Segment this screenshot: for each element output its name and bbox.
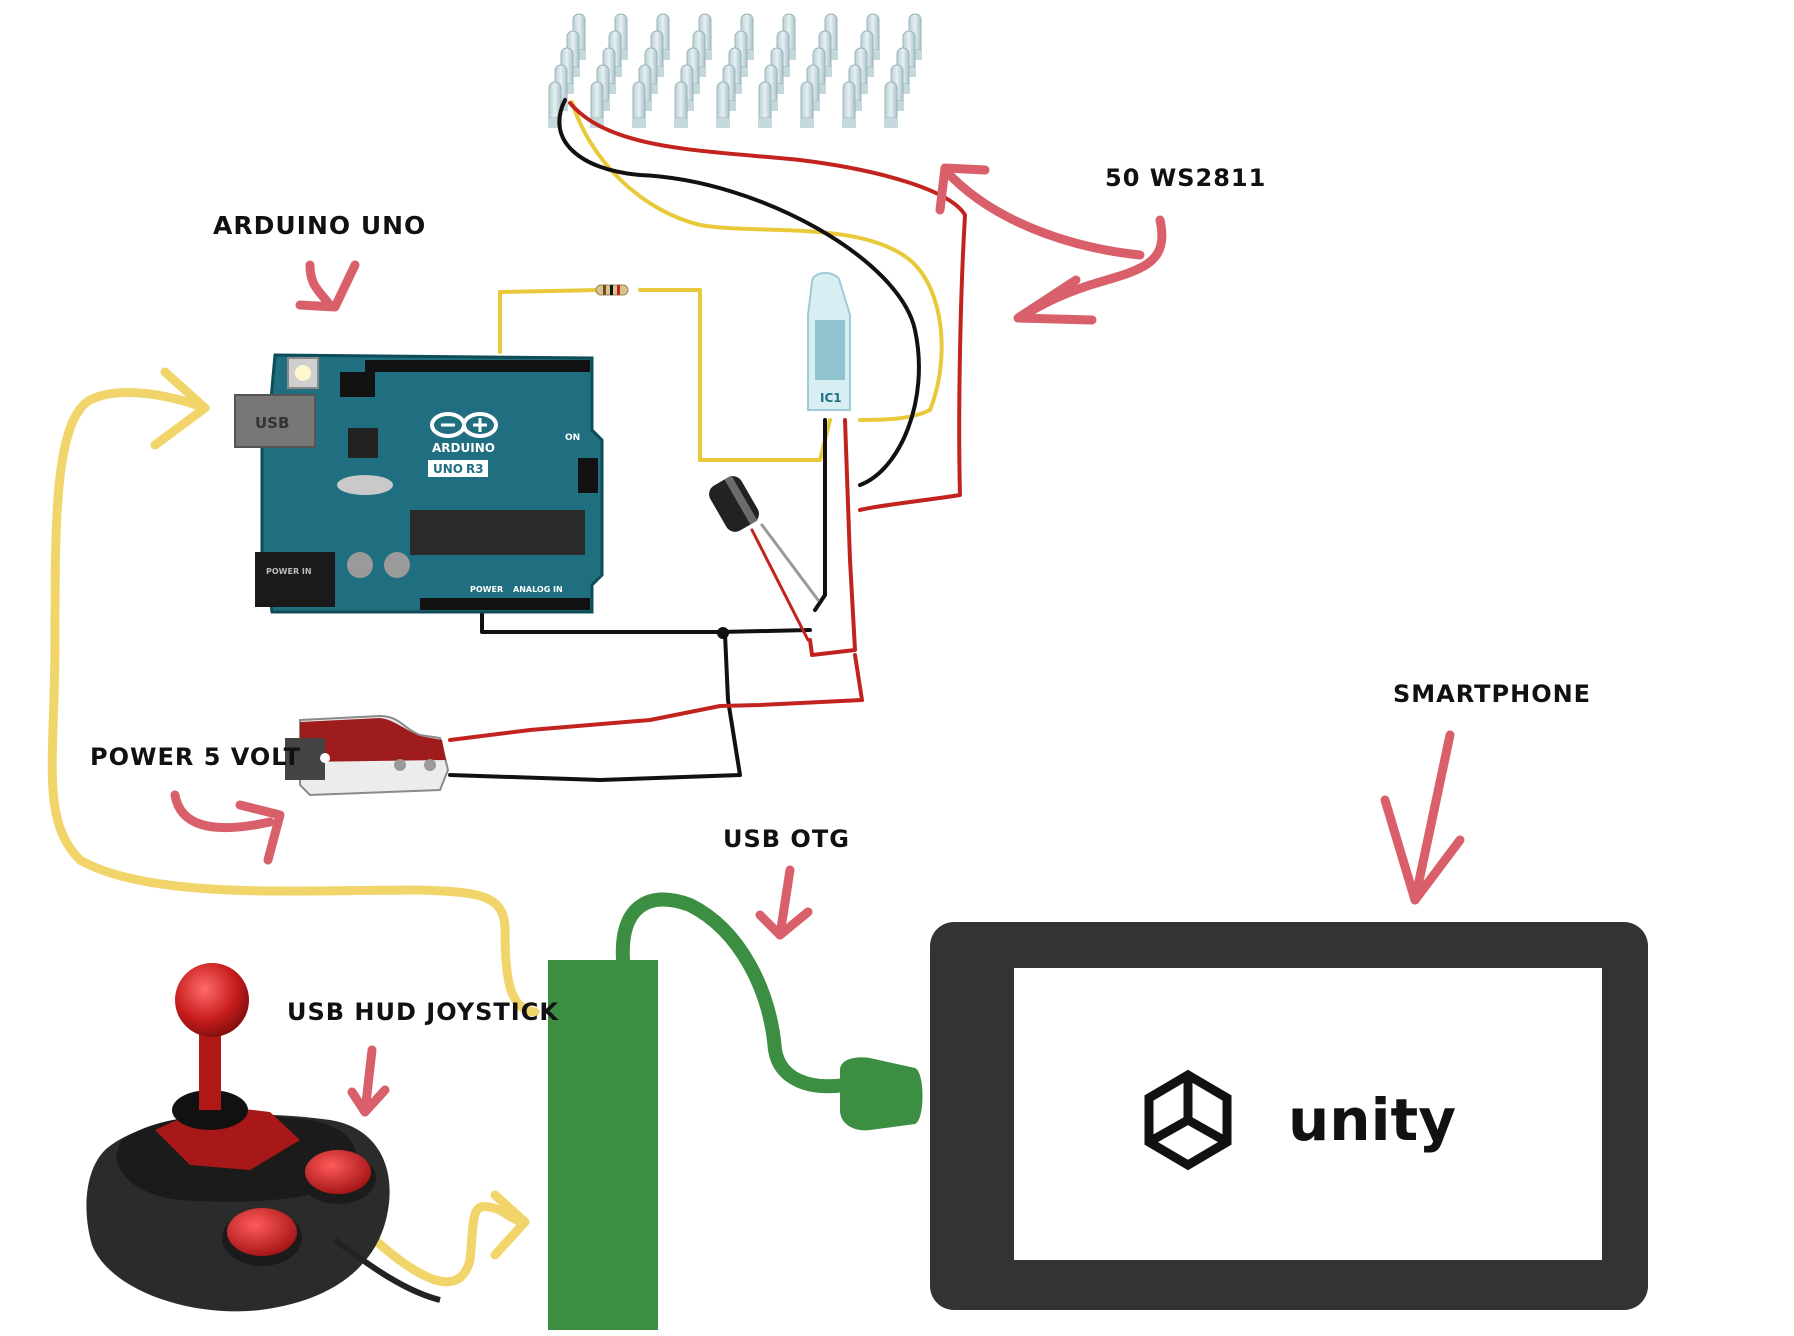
small-chip bbox=[348, 428, 378, 458]
electrolytic-capacitor bbox=[709, 475, 759, 532]
joystick-arrow bbox=[360, 1045, 377, 1117]
capacitor-lead-silver bbox=[760, 523, 820, 602]
power-5v-connector bbox=[285, 714, 450, 797]
label-smartphone: SMARTPHONE bbox=[1393, 680, 1591, 708]
icsp-header-top bbox=[340, 372, 375, 397]
led-ground-wire-black bbox=[557, 98, 921, 487]
led-bulb-icon bbox=[884, 81, 898, 128]
led-string bbox=[548, 13, 922, 128]
revision-text: R3 bbox=[466, 462, 484, 476]
led-bulb-icon bbox=[716, 81, 730, 128]
joystick-cable-arrowhead bbox=[490, 1190, 530, 1260]
reset-button-cap bbox=[295, 365, 311, 381]
otg-plug bbox=[840, 1057, 923, 1131]
led-connector: IC1 bbox=[807, 272, 851, 411]
power-jack bbox=[255, 552, 335, 607]
power-wire-red bbox=[808, 418, 857, 657]
signal-wire-yellow bbox=[498, 288, 602, 354]
joystick-arrow-head bbox=[347, 1085, 390, 1117]
led-bulb-icon bbox=[842, 81, 856, 128]
led-power-wire-red bbox=[568, 101, 967, 512]
joystick-image bbox=[86, 963, 441, 1312]
icsp-header-right bbox=[578, 458, 598, 493]
junction-dot bbox=[717, 627, 729, 639]
capacitor-right bbox=[384, 552, 410, 578]
label-power: POWER 5 VOLT bbox=[90, 743, 301, 771]
digital-header bbox=[365, 360, 590, 372]
led-bulb-icon bbox=[632, 81, 646, 128]
otg-cable bbox=[615, 892, 852, 1094]
annotation-arrows bbox=[170, 163, 1465, 1117]
usb-cable-arduino bbox=[47, 388, 540, 1017]
joystick-cable bbox=[370, 1202, 530, 1287]
otg-arrow-head bbox=[755, 907, 813, 940]
power-analog-header bbox=[420, 598, 590, 610]
led-arrow-head-upper bbox=[935, 163, 990, 215]
ground-wire-black bbox=[480, 606, 812, 634]
connector-chip-label: IC1 bbox=[820, 391, 842, 405]
crystal bbox=[337, 475, 393, 495]
smartphone-arrow bbox=[1410, 730, 1455, 905]
arduino-infinity-icon bbox=[430, 412, 498, 438]
usb-port-label: USB bbox=[255, 414, 289, 432]
power-arrow-head bbox=[235, 800, 285, 865]
arduino-arrow bbox=[305, 260, 335, 310]
unity-logo-text: unity bbox=[1288, 1086, 1456, 1154]
phone-screen bbox=[1014, 968, 1602, 1260]
on-led-label: ON bbox=[565, 433, 580, 443]
power-header-label: POWER bbox=[470, 585, 503, 594]
capacitor-left bbox=[347, 552, 373, 578]
model-text: UNO bbox=[433, 462, 463, 476]
led-arrow-upper bbox=[940, 165, 1145, 260]
model-badge bbox=[428, 460, 488, 477]
smartphone-arrow-head bbox=[1380, 795, 1465, 905]
capacitor-lead-red bbox=[750, 528, 810, 642]
smartphone: unity bbox=[840, 922, 1648, 1310]
power-jack-label: POWER IN bbox=[266, 567, 312, 576]
led-arrow-head-lower bbox=[1013, 275, 1097, 325]
power-wire-red-2 bbox=[448, 653, 864, 742]
otg-arrow bbox=[775, 865, 795, 940]
unity-icon bbox=[1144, 1069, 1232, 1171]
arduino-logo-text: ARDUINO bbox=[432, 441, 495, 455]
led-data-wire-yellow bbox=[570, 100, 944, 422]
label-arduino: ARDUINO UNO bbox=[213, 211, 426, 240]
arduino-uno-board: USB POWER IN ARDUINO UNO R3 POWER ANALOG… bbox=[234, 353, 604, 614]
label-joystick: USB HUD JOYSTICK bbox=[287, 998, 559, 1026]
led-bulb-icon bbox=[758, 81, 772, 128]
signal-wire-yellow-2 bbox=[638, 288, 832, 462]
led-bulb-icon bbox=[674, 81, 688, 128]
analog-header-label: ANALOG IN bbox=[513, 585, 563, 594]
ground-wire-black-2 bbox=[448, 632, 742, 782]
wires bbox=[47, 98, 967, 1287]
usb-port bbox=[234, 394, 316, 448]
usb-hub bbox=[548, 960, 658, 1330]
atmega-chip bbox=[410, 510, 585, 555]
led-bulb-icon bbox=[800, 81, 814, 128]
label-otg: USB OTG bbox=[723, 825, 850, 853]
power-arrow bbox=[170, 790, 275, 832]
arduino-arrow-head bbox=[295, 260, 360, 312]
ground-wire-black-3 bbox=[813, 418, 827, 612]
label-led-count: 50 WS2811 bbox=[1105, 164, 1266, 192]
usb-cable-arduino-arrowhead bbox=[150, 367, 210, 450]
resistor bbox=[595, 284, 629, 296]
